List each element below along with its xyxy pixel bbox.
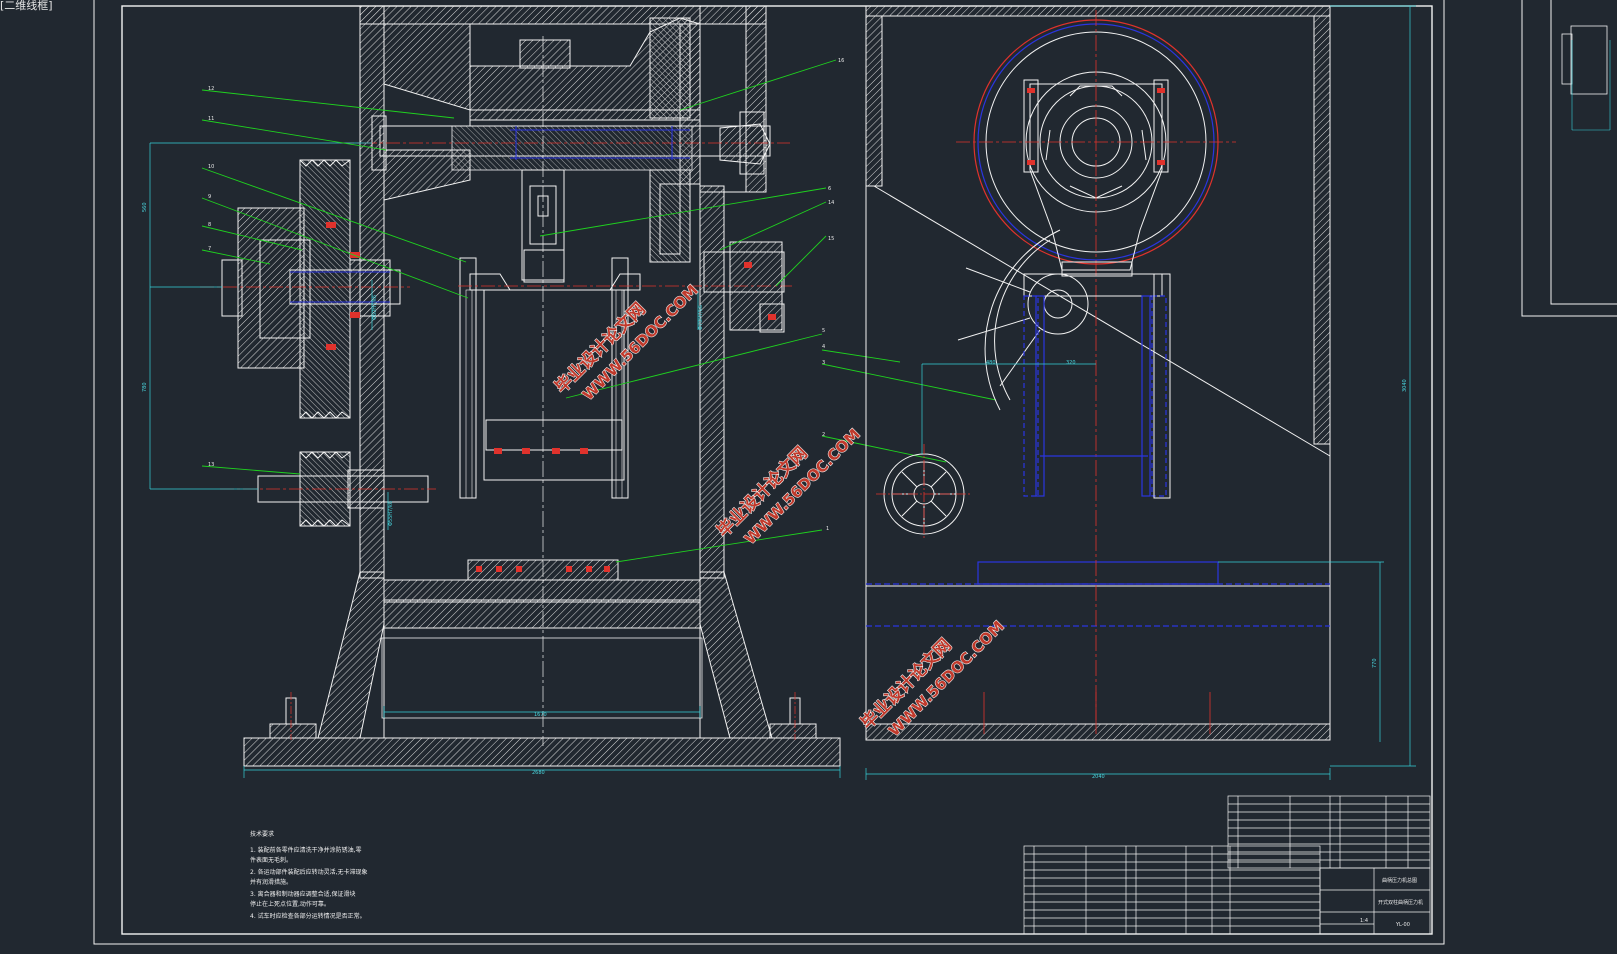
drawing-frame — [93, 0, 1617, 945]
svg-text:Φ60H7/k6: Φ60H7/k6 — [372, 295, 378, 320]
viewport-label: [二维线框] — [0, 0, 53, 12]
svg-text:3040: 3040 — [1402, 379, 1408, 392]
front-view: 560 780 2680 1670 Φ55H7/k6 Φ60H7/k6 Φ70H… — [142, 5, 997, 778]
svg-text:14: 14 — [828, 200, 834, 206]
notes-item: 件表面无毛刺。 — [250, 856, 292, 864]
notes-item: 并有润滑措施。 — [250, 878, 292, 886]
title-block-sheet: YL-00 — [1395, 922, 1410, 928]
svg-text:770: 770 — [1372, 658, 1378, 668]
svg-text:3: 3 — [822, 360, 825, 366]
notes-item: 4. 试车时应检查各部分运转情况是否正常。 — [250, 912, 366, 920]
title-block-name: 曲柄压力机总图 — [1382, 877, 1417, 884]
title-block — [1023, 795, 1431, 935]
technical-notes: 技术要求 1. 装配前各零件应清洗干净并涂防锈油,零 件表面无毛刺。 2. 各运… — [250, 830, 368, 920]
svg-text:780: 780 — [142, 382, 148, 392]
svg-text:1670: 1670 — [534, 712, 547, 718]
svg-text:5: 5 — [822, 328, 825, 334]
notes-item: 2. 各运动部件装配后应转动灵活,无卡滞现象 — [250, 868, 368, 876]
svg-text:13: 13 — [208, 462, 214, 468]
svg-text:2040: 2040 — [1092, 774, 1105, 780]
notes-heading: 技术要求 — [250, 830, 274, 838]
svg-text:7: 7 — [208, 246, 211, 252]
svg-text:15: 15 — [828, 236, 834, 242]
svg-text:8: 8 — [208, 222, 211, 228]
watermark: 毕业设计论文网 WWW.56DOC.COM — [550, 281, 702, 405]
svg-text:11: 11 — [208, 116, 214, 122]
svg-text:320: 320 — [1066, 360, 1076, 366]
svg-text:2680: 2680 — [532, 770, 545, 776]
notes-item: 停止在上死点位置,动作可靠。 — [250, 900, 330, 908]
svg-text:Φ70H7/k6: Φ70H7/k6 — [698, 305, 704, 330]
svg-text:9: 9 — [208, 194, 211, 200]
svg-text:2: 2 — [822, 432, 825, 438]
notes-item: 3. 离合器和制动器应调整合适,保证滑块 — [250, 890, 356, 898]
svg-text:560: 560 — [142, 202, 148, 212]
svg-text:1: 1 — [826, 526, 829, 532]
svg-text:Φ55H7/k6: Φ55H7/k6 — [388, 501, 394, 526]
title-block-subtitle: 开式双柱曲柄压力机 — [1378, 899, 1423, 906]
title-block-scale: 1:4 — [1360, 918, 1368, 924]
svg-text:6: 6 — [828, 186, 831, 192]
svg-text:12: 12 — [208, 86, 214, 92]
side-view: 2040 3040 770 480 320 — [865, 5, 1416, 780]
svg-text:10: 10 — [208, 164, 214, 170]
svg-text:4: 4 — [822, 344, 825, 350]
svg-text:16: 16 — [838, 58, 844, 64]
svg-text:480: 480 — [986, 360, 996, 366]
notes-item: 1. 装配前各零件应清洗干净并涂防锈油,零 — [250, 846, 362, 854]
